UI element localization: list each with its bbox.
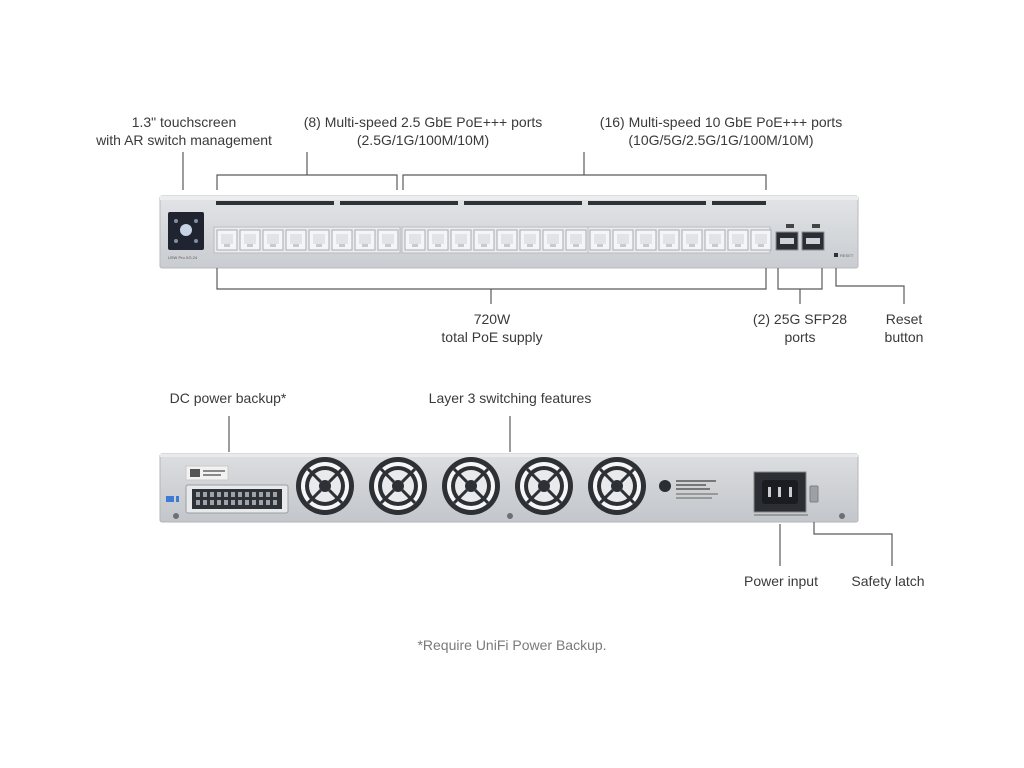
callout-lines <box>182 152 905 566</box>
ubiquiti-logo-icon <box>659 480 671 492</box>
rj45-port[interactable] <box>658 229 680 251</box>
rj45-port[interactable] <box>331 229 353 251</box>
rj45-port[interactable] <box>750 229 772 251</box>
ac-power-inlet[interactable] <box>753 471 808 516</box>
touchscreen-display[interactable] <box>168 212 204 250</box>
rj45-port[interactable] <box>354 229 376 251</box>
reset-button-label: Reset button <box>884 311 924 345</box>
safety-latch[interactable] <box>809 485 819 503</box>
model-mark: USW Pro XG 24 <box>168 255 198 260</box>
rj45-port[interactable] <box>450 229 472 251</box>
poe-supply-label: 720W total PoE supply <box>441 311 543 345</box>
rj45-port[interactable] <box>589 229 611 251</box>
product-info-block <box>659 480 718 499</box>
touchscreen-label: 1.3" touchscreen with AR switch manageme… <box>96 114 272 148</box>
sfp28-ports[interactable] <box>775 224 825 251</box>
fan-icon <box>588 457 646 515</box>
rj45-port[interactable] <box>285 229 307 251</box>
rear-screws <box>173 513 845 519</box>
front-vents <box>216 201 766 205</box>
power-input-label: Power input <box>744 573 818 589</box>
dc-power-backup-label: DC power backup* <box>169 390 287 406</box>
reset-button[interactable] <box>834 253 838 257</box>
rear-label-sticker <box>185 465 229 481</box>
rj45-port[interactable] <box>727 229 749 251</box>
rj45-port[interactable] <box>681 229 703 251</box>
network-icon <box>166 496 179 502</box>
fan-icon <box>369 457 427 515</box>
footnote: *Require UniFi Power Backup. <box>417 637 607 653</box>
rj45-port[interactable] <box>377 229 399 251</box>
ports-10g-label: (16) Multi-speed 10 GbE PoE+++ ports (10… <box>599 114 843 148</box>
rj45-ports-2-5g <box>213 226 401 254</box>
fan-icon <box>442 457 500 515</box>
rj45-ports-10g <box>401 226 772 254</box>
rj45-port[interactable] <box>542 229 564 251</box>
reset-mark: RESET <box>840 253 854 258</box>
rj45-port[interactable] <box>565 229 587 251</box>
rj45-port[interactable] <box>308 229 330 251</box>
rj45-port[interactable] <box>427 229 449 251</box>
fan-icon <box>296 457 354 515</box>
rj45-port[interactable] <box>262 229 284 251</box>
sfp-ports-label: (2) 25G SFP28 ports <box>752 311 848 345</box>
rj45-port[interactable] <box>635 229 657 251</box>
safety-latch-label: Safety latch <box>851 573 925 589</box>
fan-icon <box>515 457 573 515</box>
rj45-port[interactable] <box>239 229 261 251</box>
ports-2-5g-label: (8) Multi-speed 2.5 GbE PoE+++ ports (2.… <box>303 114 543 148</box>
rj45-port[interactable] <box>612 229 634 251</box>
dc-power-backup-connector[interactable] <box>185 484 289 514</box>
rj45-port[interactable] <box>519 229 541 251</box>
rj45-port[interactable] <box>404 229 426 251</box>
rj45-port[interactable] <box>216 229 238 251</box>
rj45-port[interactable] <box>496 229 518 251</box>
layer3-label: Layer 3 switching features <box>428 390 592 406</box>
rj45-port[interactable] <box>473 229 495 251</box>
cooling-fans <box>296 457 646 515</box>
rj45-port[interactable] <box>704 229 726 251</box>
